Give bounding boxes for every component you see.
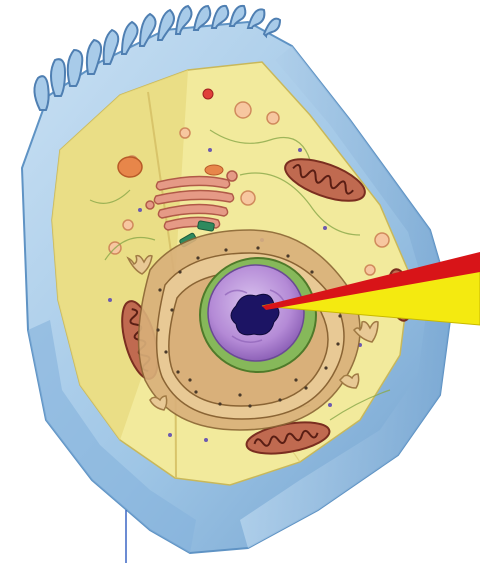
lysosome xyxy=(205,165,223,175)
vesicle-red xyxy=(203,89,213,99)
lysosome xyxy=(118,157,142,177)
nucleus xyxy=(200,258,316,372)
